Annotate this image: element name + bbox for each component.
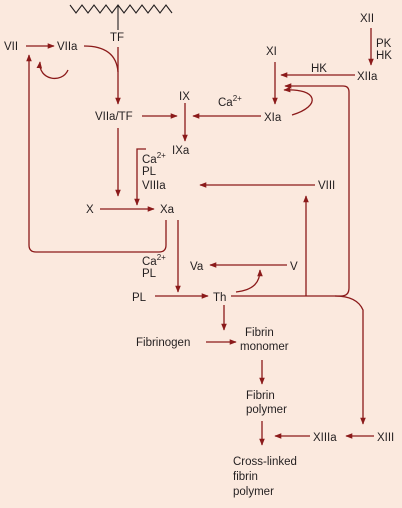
arrow-viia-autoactivation-loop [36,61,69,80]
label-ca-xia: Ca2+ [218,94,242,109]
label-crosslinked-line1: Cross-linked [233,456,297,468]
label-pl-ixa: PL [142,166,157,178]
label-viia-tf: VIIa/TF [95,111,133,123]
label-x: X [86,204,94,216]
label-fibrinogen: Fibrinogen [136,337,190,349]
label-ca-xa: Ca2+ [142,253,166,268]
label-xii: XII [360,13,374,25]
label-pk: PK [376,38,392,50]
label-crosslinked-line2: fibrin [233,471,258,483]
label-crosslinked-line3: polymer [233,486,274,498]
label-xa: Xa [160,204,175,216]
label-th: Th [213,292,226,304]
label-xiii: XIII [377,432,394,444]
label-xiia: XIIa [357,71,378,83]
arrow-th-to-xiii-branch [334,295,366,425]
arrow-th-curl-to-va [235,269,263,293]
arrow-xia-feedback-loop [283,86,313,116]
label-pl-xa: PL [142,268,157,280]
label-viia: VIIa [57,41,78,53]
label-ca-ixa: Ca2+ [142,151,166,166]
label-hk-mid: HK [311,63,327,75]
factor-labels: TF VII VIIa VIIa/TF IX Ca2+ XI XIa XII P… [4,13,394,498]
label-fibrin-monomer-line1: Fibrin [245,327,274,339]
label-tf: TF [110,32,124,44]
label-viii: VIII [318,180,335,192]
label-xiiia: XIIIa [313,432,337,444]
label-hk-top: HK [376,50,392,62]
label-v: V [290,261,298,273]
label-xi: XI [266,46,277,58]
label-ix: IX [179,91,190,103]
label-vii: VII [4,41,18,53]
pathway-arrows [26,28,374,446]
arrow-th-main-trunk [231,83,350,297]
arrow-ixa-to-xa [134,148,146,206]
label-xia: XIa [264,112,282,124]
label-fibrin-polymer-line2: polymer [246,404,287,416]
label-pl-th: PL [132,292,147,304]
cell-membrane-zigzag [69,4,173,14]
label-fibrin-polymer-line1: Fibrin [246,390,275,402]
arrow-xa-feedback-to-vii [26,54,167,253]
label-fibrin-monomer-line2: monomer [240,341,289,353]
arrow-viia-to-complex [83,45,119,73]
label-ixa: IXa [172,145,190,157]
label-viiia: VIIIa [142,180,166,192]
label-va: Va [190,261,204,273]
